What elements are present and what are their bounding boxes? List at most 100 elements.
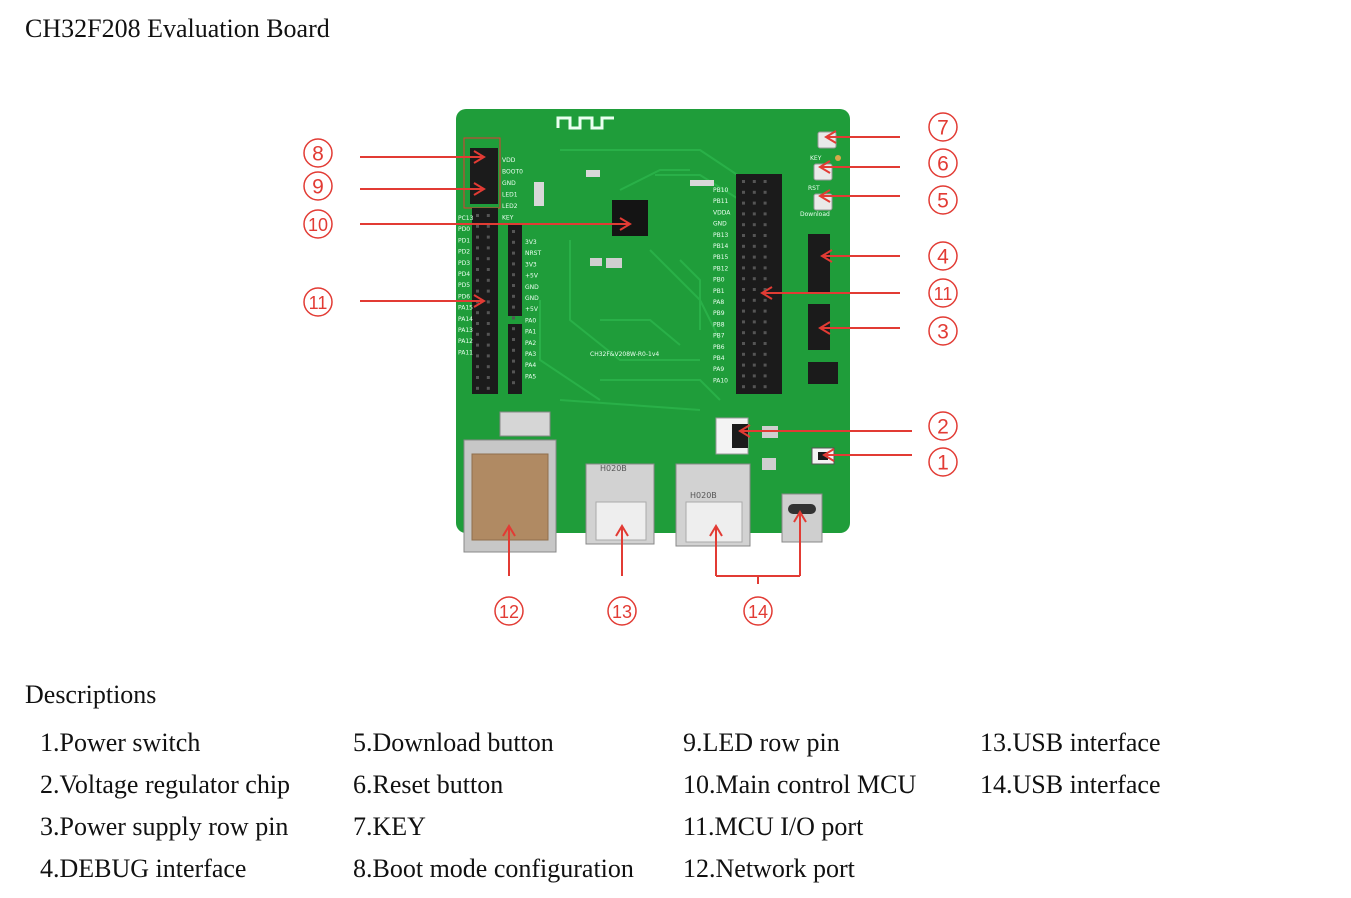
- mid-pin-label: PA5: [525, 373, 536, 380]
- description-item: 7.KEY: [353, 812, 426, 841]
- header-pin: [763, 223, 767, 227]
- header-pin: [512, 240, 515, 244]
- svg-text:6: 6: [937, 153, 949, 176]
- svg-text:11: 11: [309, 293, 328, 313]
- right-pin-label: PB10: [713, 187, 729, 194]
- model-silkscreen: CH32F&V208W-R0-1v4: [590, 351, 659, 358]
- header-pin: [476, 332, 479, 336]
- header-pin: [512, 294, 515, 298]
- mid-pin-label: PA3: [525, 351, 536, 358]
- right-pin-label: PB15: [713, 254, 729, 261]
- power-supply-header: [808, 304, 830, 350]
- header-pin: [512, 273, 515, 277]
- header-pin: [512, 338, 515, 341]
- right-pin-label: PB12: [713, 265, 729, 272]
- jumper-label: GND: [502, 180, 516, 187]
- description-item: 2.Voltage regulator chip: [40, 770, 291, 799]
- header-pin: [486, 354, 490, 358]
- header-pin: [742, 190, 745, 194]
- callout-13: 13: [607, 596, 637, 626]
- right-pin-label: VDDA: [713, 209, 731, 216]
- right-pin-label: PB8: [713, 321, 725, 328]
- page-title: CH32F208 Evaluation Board: [25, 14, 330, 43]
- jumper-label: KEY: [502, 215, 514, 222]
- power-jumper: [808, 362, 838, 384]
- callout-9: 9: [303, 171, 333, 201]
- right-header-labels: PB10PB11VDDAGNDPB13PB14PB15PB12PB0PB1PA8…: [713, 187, 731, 384]
- left-pin-label: PA15: [458, 305, 473, 312]
- header-pin: [486, 332, 490, 336]
- svg-text:1: 1: [937, 452, 949, 475]
- left-pin-label: PC13: [458, 215, 474, 222]
- mid-pin-label: GND: [525, 295, 539, 302]
- key-silkscreen: KEY: [810, 155, 822, 162]
- mid-pin-label: 3V3: [525, 239, 537, 246]
- svg-text:12: 12: [499, 602, 519, 622]
- header-pin: [752, 385, 756, 389]
- header-pin: [486, 322, 490, 325]
- svg-text:3: 3: [937, 321, 949, 344]
- header-pin: [742, 298, 745, 302]
- header-pin: [763, 309, 767, 313]
- left-header-labels: PC13PD0PD1PD2PD3PD4PD5PD6PA15PA14PA13PA1…: [458, 215, 474, 356]
- left-pin-label: PD5: [458, 282, 470, 289]
- header-pin: [742, 352, 745, 356]
- header-pin: [476, 289, 479, 293]
- callout-arrows: [360, 130, 912, 584]
- crystal: [586, 170, 600, 177]
- right-pin-label: PB13: [713, 232, 729, 239]
- debug-header: [808, 234, 830, 292]
- header-pin: [752, 298, 756, 302]
- header-pin: [763, 363, 767, 367]
- callout-5: 5: [928, 185, 958, 215]
- right-pin-label: PA9: [713, 366, 724, 373]
- header-pin: [476, 354, 479, 358]
- key-button: [817, 131, 837, 149]
- description-item: 9.LED row pin: [683, 728, 840, 757]
- description-item: 4.DEBUG interface: [40, 854, 247, 883]
- svg-text:8: 8: [312, 143, 324, 166]
- header-pin: [752, 223, 756, 227]
- rst-silkscreen: RST: [808, 185, 820, 192]
- header-pin: [752, 244, 756, 248]
- header-pin: [752, 342, 756, 345]
- svg-text:11: 11: [934, 284, 953, 304]
- header-pin: [752, 288, 756, 291]
- header-pin: [752, 266, 756, 270]
- mid-pin-label: NRST: [525, 250, 541, 257]
- left-pin-label: PA11: [458, 349, 473, 356]
- header-pin: [763, 385, 767, 389]
- right-pin-label: PA10: [713, 377, 728, 384]
- pin-dots: [476, 180, 826, 390]
- header-pin: [476, 224, 479, 228]
- header-pin: [752, 374, 756, 378]
- header-pin: [763, 277, 767, 281]
- callout-12: 12: [494, 596, 524, 626]
- header-pin: [752, 190, 756, 194]
- header-pin: [486, 289, 490, 293]
- header-pin: [763, 234, 767, 237]
- right-pin-label: PA8: [713, 299, 724, 306]
- right-io-header: [736, 174, 782, 394]
- callout-6: 6: [928, 148, 958, 178]
- callout-7: 7: [928, 112, 958, 142]
- jumper-label: VDD: [502, 157, 516, 164]
- header-pin: [486, 278, 490, 282]
- header-pin: [486, 300, 490, 304]
- right-pin-label: PB7: [713, 333, 725, 340]
- smd-resistors: [690, 180, 714, 186]
- header-pin: [752, 212, 756, 216]
- description-item: 6.Reset button: [353, 770, 504, 799]
- header-pin: [512, 348, 515, 352]
- header-pin: [742, 288, 745, 291]
- header-pin: [512, 284, 515, 287]
- board-illustration: CH32F&V208W-R0-1v4 H020B H020B KEY RST D…: [303, 109, 958, 626]
- mount-hole: [835, 155, 841, 161]
- left-pin-label: PD1: [458, 237, 470, 244]
- usb-label-1: H020B: [600, 464, 627, 473]
- descriptions-column-1: 1.Power switch 2.Voltage regulator chip …: [40, 722, 290, 890]
- callout-8: 8: [303, 138, 333, 168]
- header-pin: [512, 262, 515, 266]
- right-pin-label: PB14: [713, 243, 729, 250]
- svg-text:10: 10: [308, 215, 328, 235]
